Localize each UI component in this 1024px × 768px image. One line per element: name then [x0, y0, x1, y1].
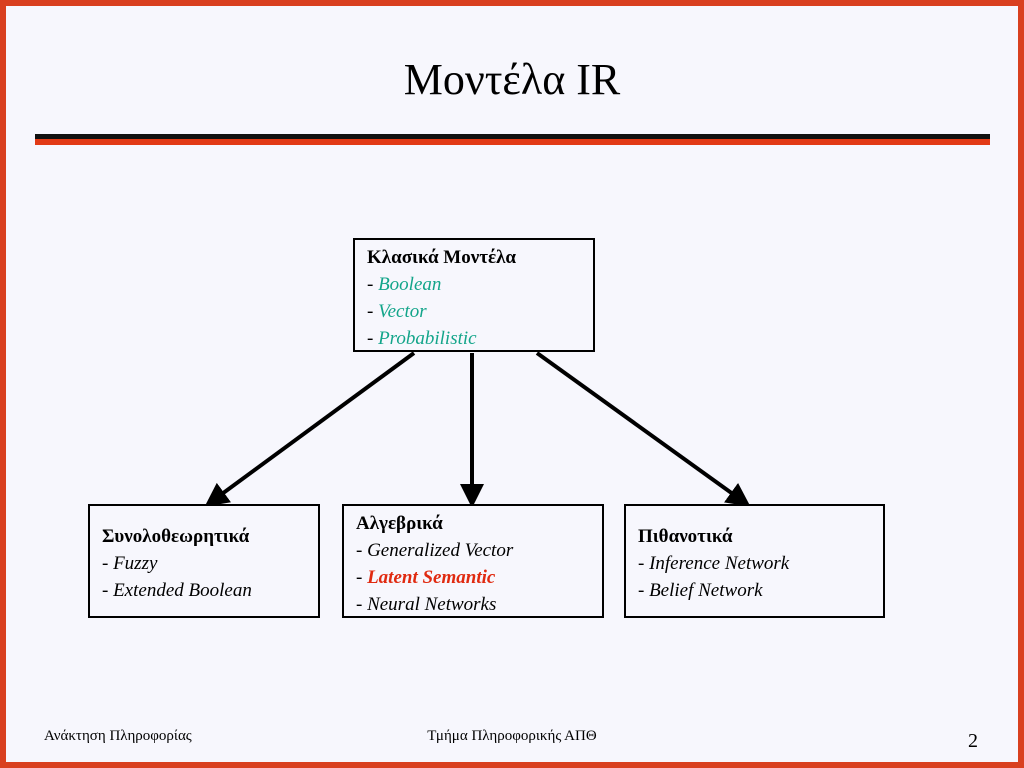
set-theoretic-item: - Extended Boolean [102, 580, 252, 601]
probabilistic-item: - Inference Network [638, 553, 790, 574]
classic-item: - Vector [367, 301, 427, 322]
classic-item-label: Vector [378, 301, 427, 322]
algebraic-item-label-highlighted: Latent Semantic [367, 567, 496, 588]
algebraic-item: - Latent Semantic [356, 567, 496, 588]
arrows-layer [204, 351, 751, 508]
set-theoretic-item-label: Fuzzy [113, 553, 158, 574]
classic-item-label: Probabilistic [378, 328, 477, 349]
title-rule-dark [35, 134, 990, 139]
footer-course-name: Ανάκτηση Πληροφορίας [44, 728, 192, 744]
arrow-to-probabilistic [535, 351, 751, 507]
algebraic-item: - Neural Networks [356, 594, 497, 615]
classic-models-box: Κλασικά Μοντέλα - Boolean - Vector - Pro… [353, 238, 595, 352]
page-number: 2 [968, 730, 978, 752]
classic-item-label: Boolean [378, 274, 442, 295]
algebraic-item: - Generalized Vector [356, 540, 514, 561]
set-theoretic-item-label: Extended Boolean [113, 580, 252, 601]
set-theoretic-item: - Fuzzy [102, 553, 158, 574]
slide-title: Μοντέλα IR [403, 55, 621, 104]
set-theoretic-heading: Συνολοθεωρητικά [102, 526, 250, 547]
classic-item: - Boolean [367, 274, 442, 295]
probabilistic-item-label: Inference Network [649, 553, 790, 574]
classic-models-heading: Κλασικά Μοντέλα [367, 247, 517, 268]
title-rule-red [35, 139, 990, 145]
algebraic-heading: Αλγεβρικά [356, 513, 443, 534]
probabilistic-item-label: Belief Network [649, 580, 763, 601]
classic-item: - Probabilistic [367, 328, 477, 349]
set-theoretic-box: Συνολοθεωρητικά - Fuzzy - Extended Boole… [88, 504, 320, 618]
probabilistic-item: - Belief Network [638, 580, 763, 601]
algebraic-box: Αλγεβρικά - Generalized Vector - Latent … [342, 504, 604, 618]
algebraic-item-label: Neural Networks [367, 594, 497, 615]
footer-department: Τμήμα Πληροφορικής ΑΠΘ [427, 728, 597, 744]
probabilistic-heading: Πιθανοτικά [638, 526, 733, 547]
probabilistic-box: Πιθανοτικά - Inference Network - Belief … [624, 504, 885, 618]
arrow-to-set-theoretic [204, 351, 416, 507]
algebraic-item-label: Generalized Vector [367, 540, 514, 561]
